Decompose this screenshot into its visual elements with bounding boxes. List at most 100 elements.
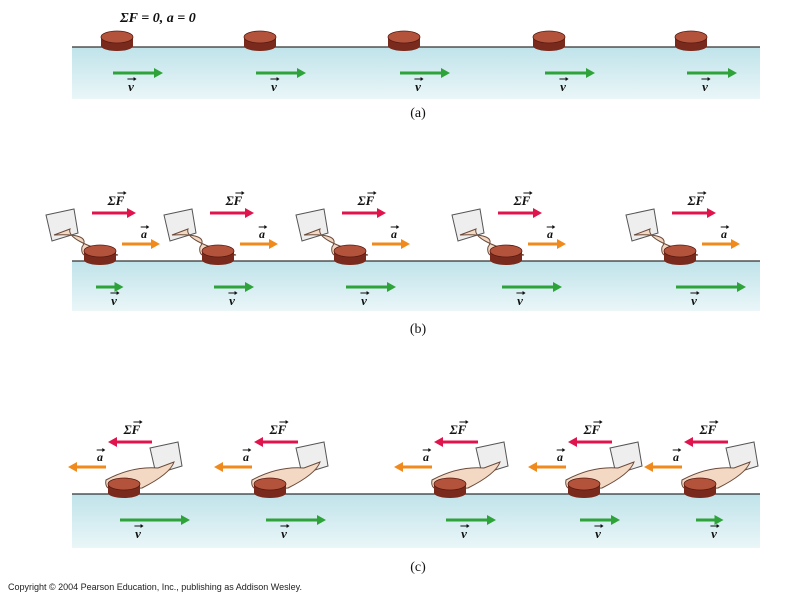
velocity-arrow-c-3-head [611,515,620,525]
acc-label-c-2-overarrow-head [428,448,432,452]
acc-label-b-1-text: a [259,227,265,241]
puck-c-1-top [253,477,287,491]
acc-label-b-4: a [720,225,730,241]
velocity-arrow-b-4-head [737,282,746,292]
velocity-label-a-0: v [127,77,137,94]
force-label-c-4-text: ΣF [699,422,717,437]
puck-a-3-top [532,30,566,44]
velocity-label-a-4-text: v [702,79,708,94]
velocity-label-b-2: v [360,291,370,308]
force-arrow-c-2 [434,437,478,447]
acc-arrow-c-3-head [528,462,537,472]
acc-arrow-b-1-head [269,239,278,249]
velocity-arrow-a-2-head [441,68,450,78]
velocity-arrow-b-2-head [387,282,396,292]
velocity-arrow-a-1 [256,68,306,78]
velocity-label-c-4: v [710,524,720,541]
velocity-arrow-a-1-head [297,68,306,78]
acc-arrow-c-0-head [68,462,77,472]
velocity-arrow-b-2 [346,282,396,292]
acc-label-c-0: a [96,448,106,464]
velocity-label-a-1-text: v [271,79,277,94]
force-label-c-2: ΣF [449,420,469,437]
velocity-arrow-c-0-head [181,515,190,525]
puck-c-4-top [683,477,717,491]
force-label-b-4-text: ΣF [687,193,705,208]
acc-arrow-b-4 [702,239,740,249]
velocity-arrow-a-0-head [154,68,163,78]
force-label-b-1-text: ΣF [225,193,243,208]
acc-label-b-4-overarrow-head [726,225,730,229]
acc-label-c-3: a [556,448,566,464]
force-label-b-1-overarrow-head [241,191,245,195]
puck-c-4-bottom [684,488,716,498]
puck-b-1 [201,244,235,265]
force-label-c-1-text: ΣF [269,422,287,437]
force-arrow-b-1-head [245,208,254,218]
acc-arrow-c-4 [644,462,682,472]
acc-label-c-4: a [672,448,682,464]
acc-arrow-c-3 [528,462,566,472]
puck-b-2 [333,244,367,265]
puck-c-3-top [567,477,601,491]
force-arrow-b-3 [498,208,542,218]
acc-label-b-0-text: a [141,227,147,241]
acc-arrow-b-0-head [151,239,160,249]
acc-label-c-1-overarrow-head [248,448,252,452]
force-label-c-3: ΣF [583,420,603,437]
acc-label-c-0-overarrow-head [102,448,106,452]
force-label-b-0: ΣF [107,191,127,208]
acc-label-c-4-text: a [673,450,679,464]
velocity-label-b-3-text: v [517,293,523,308]
acc-label-c-0-text: a [97,450,103,464]
velocity-label-b-2-overarrow-head [366,291,370,295]
force-label-b-2-text: ΣF [357,193,375,208]
acc-label-b-0-overarrow-head [146,225,150,229]
force-label-c-4: ΣF [699,420,719,437]
puck-a-2-top [387,30,421,44]
puck-c-0-top [107,477,141,491]
puck-c-2 [433,477,467,498]
force-arrow-c-2-head [434,437,443,447]
acc-label-b-2-overarrow-head [396,225,400,229]
force-label-c-1-overarrow-head [285,420,289,424]
puck-a-0-top [100,30,134,44]
velocity-arrow-b-0-head [114,282,124,292]
puck-a-2 [387,30,421,51]
acc-label-b-0: a [140,225,150,241]
puck-c-0 [107,477,141,498]
velocity-label-b-0-overarrow-head [116,291,120,295]
puck-b-3-bottom [490,255,522,265]
velocity-arrow-b-0 [96,282,124,292]
velocity-label-a-4-overarrow-head [707,77,711,81]
velocity-label-a-3-overarrow-head [565,77,569,81]
force-arrow-b-2-head [377,208,386,218]
velocity-label-b-1-overarrow-head [234,291,238,295]
caption-b: (b) [410,322,427,337]
acc-arrow-b-3 [528,239,566,249]
panel-c: (c) [72,493,760,575]
hand-c-0-cuff [149,441,183,475]
force-label-c-1: ΣF [269,420,289,437]
velocity-arrow-b-3 [502,282,562,292]
puck-b-4-bottom [664,255,696,265]
force-arrow-b-0-head [127,208,136,218]
hand-c-3-cuff [609,441,643,475]
puck-b-0-bottom [84,255,116,265]
panel-a: (a) ΣF = 0, a = 0 [72,11,760,121]
acc-label-b-3-overarrow-head [552,225,556,229]
acc-label-b-3: a [546,225,556,241]
force-label-c-0: ΣF [123,420,143,437]
velocity-label-c-2-overarrow-head [466,524,470,528]
puck-a-1 [243,30,277,51]
copyright-notice: Copyright © 2004 Pearson Education, Inc.… [8,582,302,592]
caption-a: (a) [410,106,426,121]
acc-arrow-c-2 [394,462,432,472]
velocity-label-b-0-text: v [111,293,117,308]
puck-a-4-bottom [675,41,707,51]
force-arrow-b-0 [92,208,136,218]
header-a: ΣF = 0, a = 0 [119,11,196,26]
velocity-label-c-1: v [280,524,290,541]
velocity-label-c-0-overarrow-head [140,524,144,528]
